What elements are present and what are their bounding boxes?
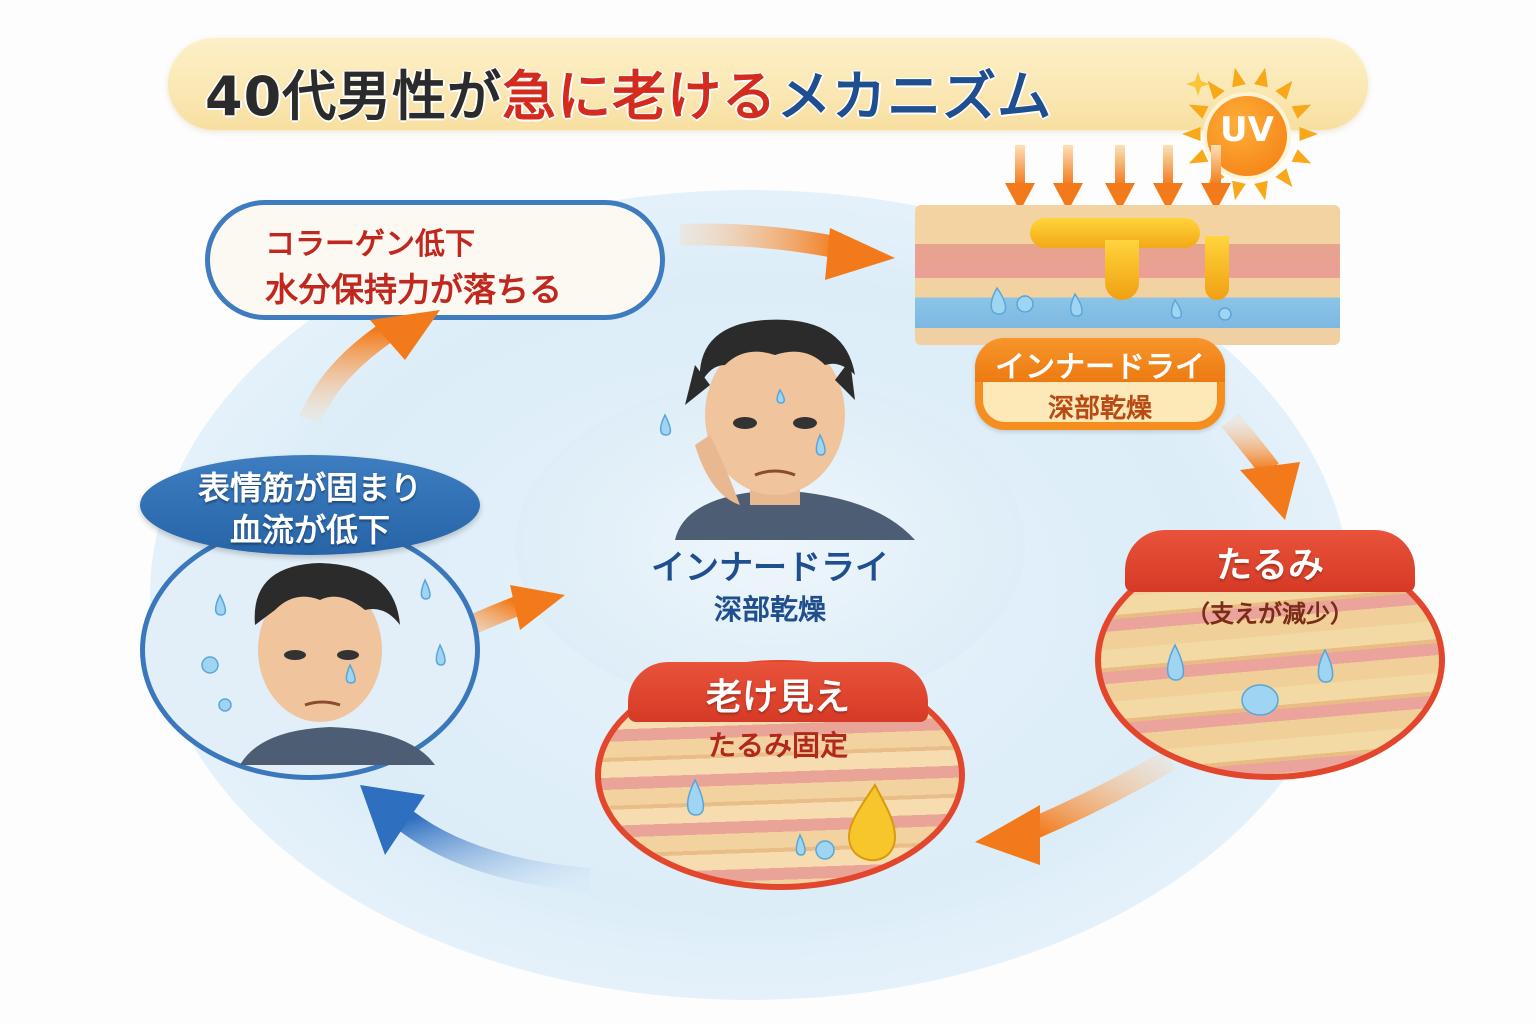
sun-ray [1254, 180, 1268, 201]
aged-look-title: 老け見え [705, 677, 850, 718]
sun-ray [1188, 104, 1209, 119]
sun-ray [1182, 127, 1201, 141]
down-arrow-icon [1005, 145, 1035, 211]
sun-ray [1299, 127, 1318, 141]
down-arrow-icon [1105, 145, 1135, 211]
water-drop-icon [420, 578, 431, 600]
aged-drops [686, 778, 897, 862]
water-drop-icon [1241, 684, 1279, 716]
muscle-line-1: 表情筋が固まり [197, 469, 422, 507]
tear-drop-icon [815, 433, 826, 456]
tired-man-illustration-left [201, 563, 446, 765]
water-drop-icon [815, 840, 835, 860]
down-arrow-icon [1053, 145, 1083, 211]
water-drop-icon [990, 286, 1007, 315]
tear-drop-icon [345, 663, 356, 684]
inner-dry-title: インナードライ [995, 350, 1205, 385]
sun-ray [1207, 80, 1225, 100]
water-drop-icon [1170, 298, 1183, 319]
water-drop-icon [1070, 292, 1083, 317]
water-drop-icon [1016, 295, 1034, 313]
water-drop-icon [218, 698, 232, 712]
sebum-drop-icon [847, 783, 897, 862]
collagen-line-1: コラーゲン低下 [265, 227, 475, 262]
sun-ray [1291, 149, 1312, 164]
water-drop-icon [214, 593, 227, 616]
sagging-subtitle: （支えが減少） [1186, 600, 1354, 628]
aged-look-subtitle: たるみ固定 [707, 729, 848, 762]
muscle-bubble: 表情筋が固まり 血流が低下 [140, 455, 480, 555]
water-drop-icon [1166, 643, 1185, 681]
sun-rays-icon [1182, 67, 1318, 201]
water-drop-icon [795, 833, 806, 856]
inner-dry-subtitle: 深部乾燥 [1047, 394, 1152, 424]
uv-label: UV [1220, 110, 1274, 150]
water-drop-icon [1317, 648, 1334, 683]
muscle-line-2: 血流が低下 [229, 511, 390, 549]
title-banner [168, 38, 1368, 130]
inner-dry-badge: インナードライ 深部乾燥 [975, 338, 1225, 430]
sun-ray [1275, 80, 1293, 100]
title-part-2: 急に老ける [502, 65, 778, 128]
title-part-1: 40代男性が [205, 65, 503, 128]
tired-man-illustration-center [659, 319, 915, 540]
center-subtitle: 深部乾燥 [713, 593, 826, 626]
sebum-drip-icon [1205, 236, 1229, 300]
down-arrow-icon [1201, 145, 1231, 211]
sun-ray [1232, 180, 1246, 201]
collagen-bubble: コラーゲン低下 水分保持力が落ちる [205, 200, 665, 320]
sagging-badge [1125, 530, 1415, 592]
down-arrow-icon [1153, 145, 1183, 211]
sun-ray [1291, 104, 1312, 119]
sun-ray [1254, 67, 1268, 88]
title-part-3: メカニズム [777, 65, 1053, 128]
sebum-drip-icon [1105, 240, 1139, 300]
sweat-drop-icon [776, 388, 785, 404]
sagging-title: たるみ [1215, 545, 1324, 586]
water-drop-icon [686, 778, 705, 816]
sagging-drops [1166, 643, 1334, 716]
water-drop-icon [201, 656, 219, 674]
collagen-line-2: 水分保持力が落ちる [265, 270, 562, 309]
aged-look-badge [628, 662, 928, 722]
sun-ray [1232, 67, 1246, 88]
water-drop-icon [435, 643, 446, 666]
center-title: インナードライ [651, 548, 889, 588]
page-title: 40代男性が急に老けるメカニズム [205, 52, 1052, 131]
sun-ray [1275, 168, 1293, 188]
sun-ray [1188, 149, 1209, 164]
water-drop-icon [1218, 307, 1232, 321]
water-drops [990, 286, 1232, 321]
sweat-drop-icon [659, 413, 672, 436]
uv-arrows [1005, 145, 1231, 211]
